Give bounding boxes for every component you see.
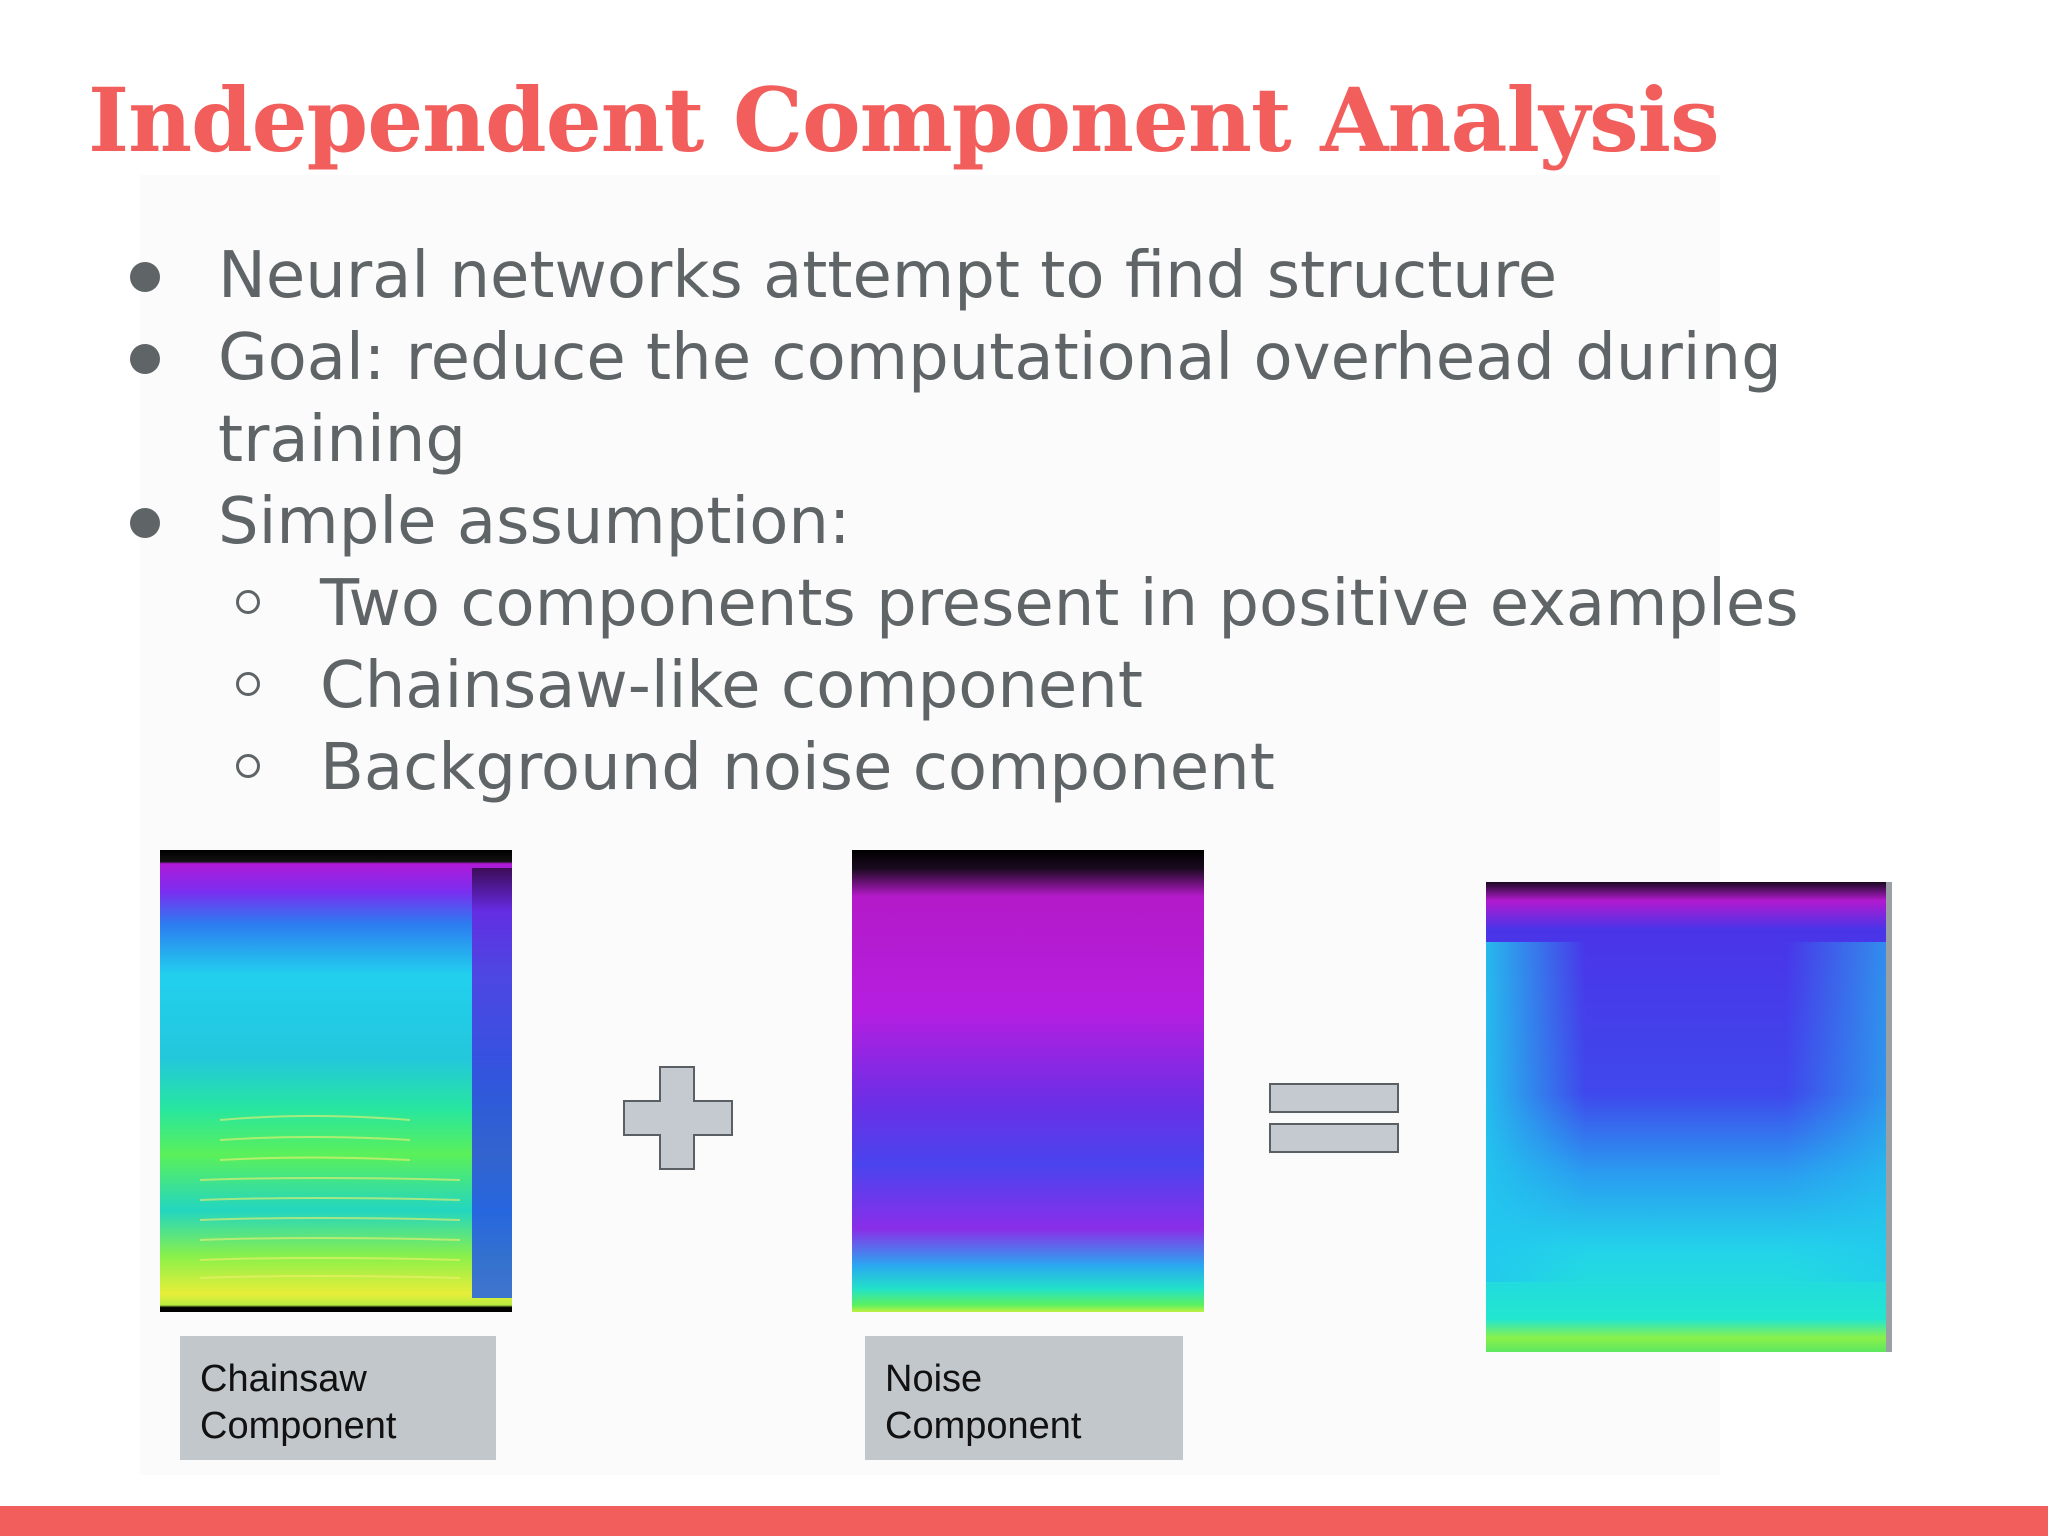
noise-caption: Noise Component [865,1336,1183,1460]
sub-bullet-text: Background noise component [320,731,1275,805]
caption-line: Noise [885,1358,983,1400]
bullet-text: Goal: reduce the computational overhead … [218,321,1782,395]
caption-line: Component [200,1405,397,1447]
sub-bullet-ring [236,590,260,614]
noise-spectrogram [852,850,1204,1312]
bullet-dot [130,344,160,374]
slide-title: Independent Component Analysis [88,68,1720,172]
sub-bullet-text: Chainsaw-like component [320,649,1143,723]
sub-bullet-ring [236,672,260,696]
bullet-text: Neural networks attempt to find structur… [218,239,1558,313]
sub-bullet-text: Two components present in positive examp… [320,567,1799,641]
sub-bullet-ring [236,754,260,778]
caption-line: Component [885,1405,1082,1447]
footer-accent-bar [0,1506,2048,1536]
bullet-dot [130,508,160,538]
mixed-spectrogram [1486,882,1892,1352]
chainsaw-caption: Chainsaw Component [180,1336,496,1460]
plus-icon [623,1066,733,1170]
caption-line: Chainsaw [200,1358,367,1400]
bullet-text: Simple assumption: [218,485,851,559]
equals-icon [1269,1083,1399,1153]
chainsaw-spectrogram [160,850,512,1312]
bullet-text-continued: training [218,403,466,477]
bullet-dot [130,262,160,292]
